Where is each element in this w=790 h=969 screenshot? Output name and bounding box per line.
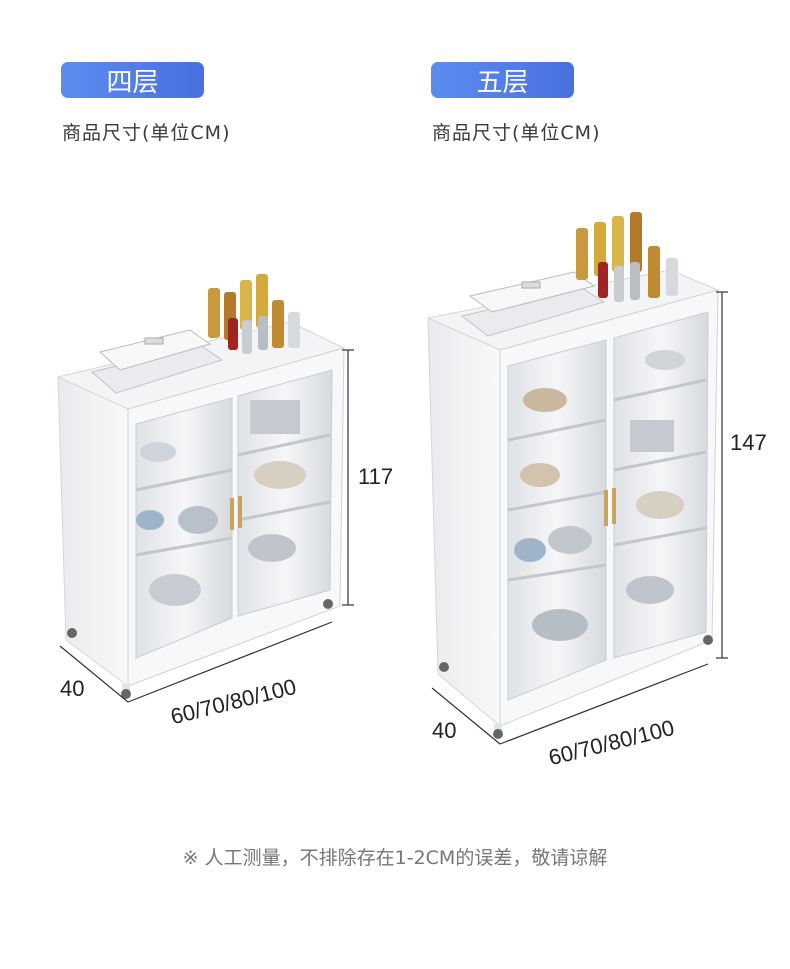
cabinet-five-tier: [426, 212, 728, 745]
measurement-disclaimer: ※ 人工测量，不排除存在1-2CM的误差，敬请谅解: [182, 847, 608, 869]
variant-badge-four-tier: 四层: [61, 62, 204, 98]
depth-label: 40: [432, 718, 457, 743]
variant-badge-five-tier: 五层: [431, 62, 574, 98]
size-caption: 商品尺寸(单位CM): [62, 122, 231, 144]
cabinet-four-tier: [56, 274, 354, 703]
size-caption: 商品尺寸(单位CM): [432, 122, 601, 144]
height-label: 117: [358, 464, 394, 489]
height-label: 147: [730, 430, 767, 455]
depth-label: 40: [60, 676, 85, 701]
